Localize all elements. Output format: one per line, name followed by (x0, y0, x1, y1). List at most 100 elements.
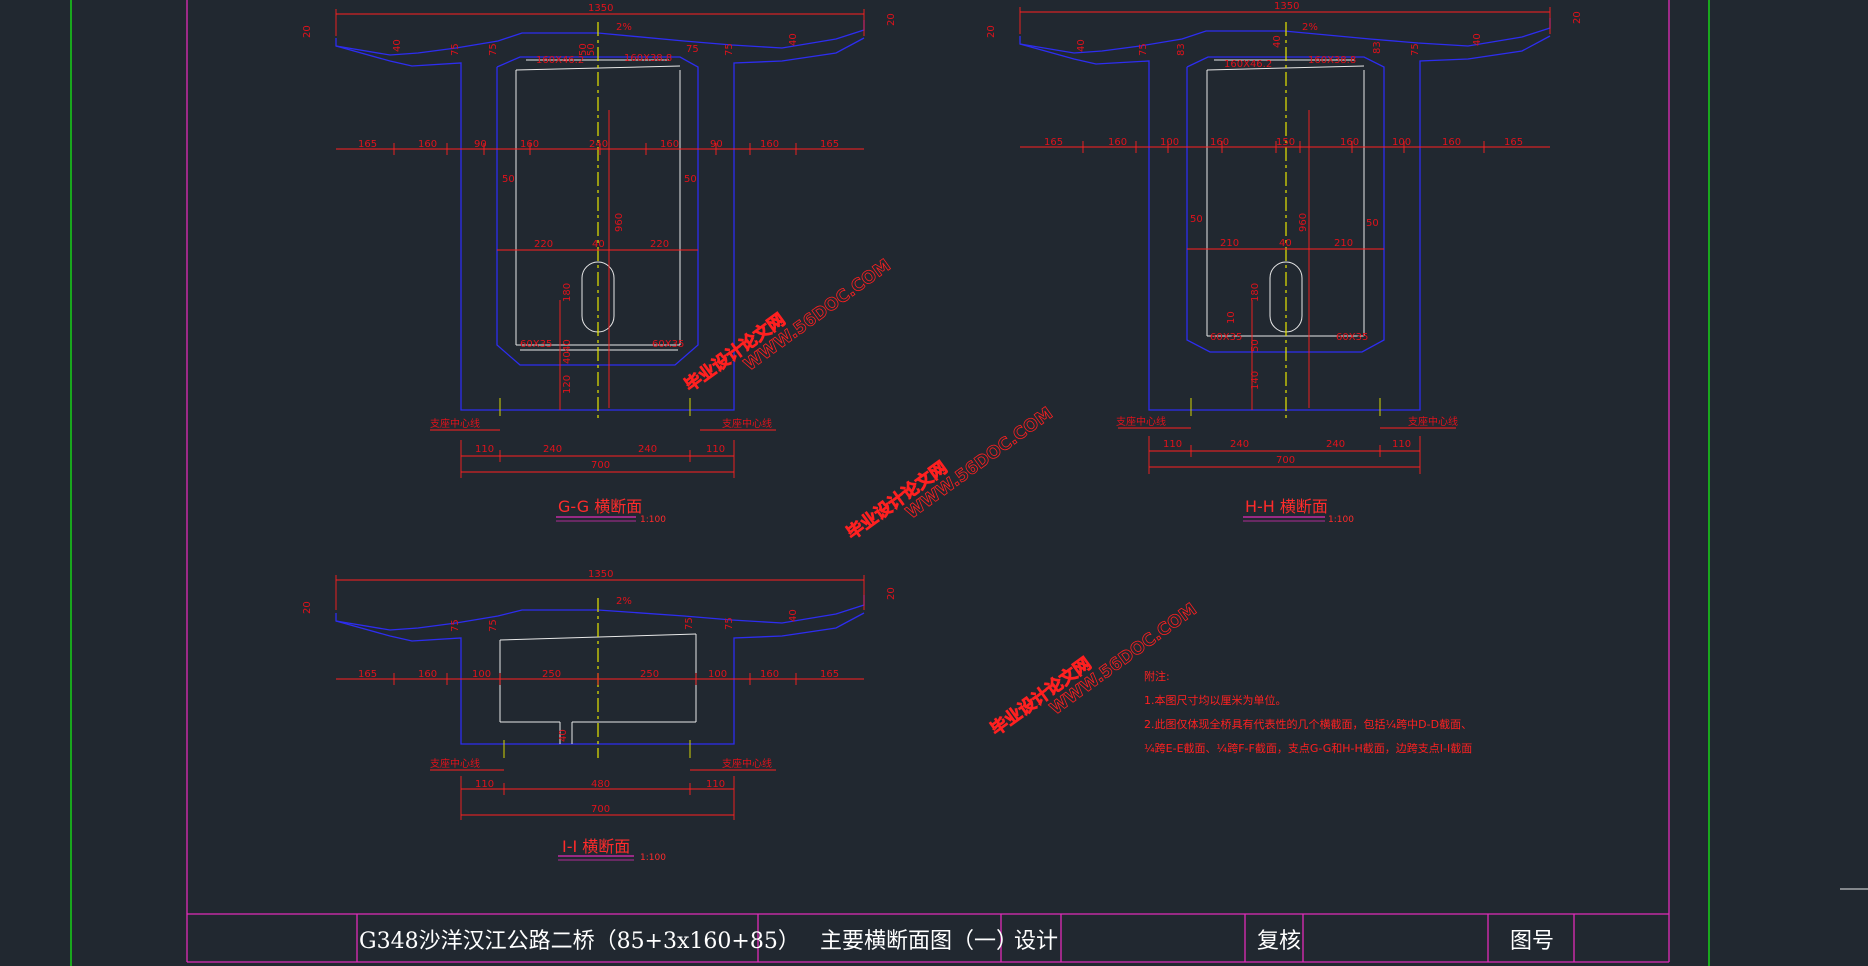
gg-dim-fillet-r: 60X35 (652, 339, 684, 350)
gg-dim-w240: 240 (589, 139, 608, 150)
title-block-drawing-no-label: 图号 (1510, 929, 1554, 954)
ii-dim-lines (335, 575, 865, 820)
hh-dim-haunch-l: 160X46.2 (1224, 59, 1272, 70)
ii-dim-texts: 1350 2% 20 20 75 75 75 75 40 165 160 100… (302, 569, 897, 815)
ii-bearing-r: 支座中心线 (722, 757, 772, 770)
hh-dim-w210a: 210 (1220, 238, 1239, 249)
hh-bearing-r: 支座中心线 (1408, 415, 1458, 428)
ii-dim-75b: 75 (488, 619, 499, 632)
gg-dim-b240b: 240 (638, 444, 657, 455)
gg-dim-50r: 50 (578, 43, 589, 56)
hh-dim-40b: 40 (1472, 33, 1483, 46)
title-block (187, 913, 1669, 962)
hh-dim-w150: 150 (1276, 137, 1295, 148)
hh-dim-50r: 50 (1366, 218, 1379, 229)
hh-dim-haunch-r: 160X38.8 (1308, 55, 1356, 66)
hh-dim-83a: 83 (1176, 43, 1187, 56)
ii-section-title: I-I 横断面 (562, 837, 630, 856)
ii-dim-40v: 40 (558, 729, 569, 742)
ii-section-scale: 1:100 (640, 853, 666, 863)
hh-dim-b240b: 240 (1326, 439, 1345, 450)
ii-dim-40: 40 (788, 609, 799, 622)
title-block-project: G348沙洋汉江公路二桥（85+3x160+85） (359, 929, 800, 954)
hh-dim-75b: 75 (1410, 43, 1421, 56)
ii-bearing-l: 支座中心线 (430, 757, 480, 770)
gg-dim-w160d: 160 (760, 139, 779, 150)
notes-line1: 1.本图尺寸均以厘米为单位。 (1144, 693, 1287, 707)
gg-dim-top-total: 1350 (588, 3, 613, 14)
gg-dim-edge-left: 20 (302, 25, 313, 38)
ii-dim-b480: 480 (591, 779, 610, 790)
hh-dim-edge-left: 20 (986, 25, 997, 38)
gg-dim-slope: 2% (616, 22, 632, 33)
ii-dim-75a: 75 (450, 619, 461, 632)
section-hh: 1350 2% 20 20 40 75 83 40 160X46.2 160X3… (986, 1, 1583, 525)
hh-section-scale: 1:100 (1328, 515, 1354, 525)
notes-line3: ¼跨E-E截面、¼跨F-F截面，支点G-G和H-H截面，边跨支点I-I截面 (1144, 741, 1472, 755)
notes-heading: 附注: (1144, 669, 1170, 683)
hh-dim-b110b: 110 (1392, 439, 1411, 450)
gg-dim-40b: 40 (788, 33, 799, 46)
gg-dim-h40: 40 (562, 339, 573, 352)
gg-dim-40a: 40 (392, 39, 403, 52)
hh-dim-b240a: 240 (1230, 439, 1249, 450)
watermark-1-url: WWW.56DOC.COM (740, 256, 894, 376)
hh-dim-w40: 40 (1279, 238, 1292, 249)
hh-section-title: H-H 横断面 (1245, 497, 1328, 516)
gg-dim-b110b: 110 (706, 444, 725, 455)
hh-dim-40a: 40 (1076, 39, 1087, 52)
hh-dim-b110a: 110 (1163, 439, 1182, 450)
watermark-2-url: WWW.56DOC.COM (902, 404, 1056, 524)
hh-dim-w160d: 160 (1442, 137, 1461, 148)
hh-dim-fillet-l: 60X35 (1210, 332, 1242, 343)
gg-dim-50c: 50 (586, 43, 597, 56)
ii-dim-w165b: 165 (820, 669, 839, 680)
hh-dim-83b: 83 (1372, 41, 1383, 54)
gg-dim-w160b: 160 (520, 139, 539, 150)
hh-dim-h50: 50 (1250, 339, 1261, 352)
hh-dim-w160c: 160 (1340, 137, 1359, 148)
ii-dim-slope: 2% (616, 596, 632, 607)
ii-dim-b700: 700 (591, 804, 610, 815)
hh-dim-lines (1019, 7, 1551, 474)
hh-dim-h180: 180 (1250, 283, 1261, 302)
ii-dim-w100b: 100 (708, 669, 727, 680)
gg-dim-50rr: 50 (684, 174, 697, 185)
gg-dim-edge-right: 20 (886, 13, 897, 26)
gg-dim-w160a: 160 (418, 139, 437, 150)
hh-dim-edge-right: 20 (1572, 11, 1583, 24)
ii-dim-w165a: 165 (358, 669, 377, 680)
hh-dim-fillet-r: 60X35 (1336, 332, 1368, 343)
hh-dim-h10: 10 (1226, 311, 1237, 324)
ii-dim-w250b: 250 (640, 669, 659, 680)
title-block-drawing-name: 主要横断面图（一） (820, 929, 1018, 954)
hh-dim-h960: 960 (1298, 213, 1309, 232)
hh-dim-w160b: 160 (1210, 137, 1229, 148)
gg-dim-75a: 75 (450, 43, 461, 56)
hh-dim-50l: 50 (1190, 214, 1203, 225)
gg-dim-h180: 180 (562, 283, 573, 302)
gg-dim-haunch-l: 160X46.2 (536, 55, 584, 66)
section-ii: 1350 2% 20 20 75 75 75 75 40 165 160 100… (302, 569, 897, 863)
gg-dim-75c: 75 (686, 44, 699, 55)
gg-dim-w90b: 90 (710, 139, 723, 150)
ii-dim-top-total: 1350 (588, 569, 613, 580)
gg-dim-w165a: 165 (358, 139, 377, 150)
ii-dim-w160a: 160 (418, 669, 437, 680)
hh-dim-w210b: 210 (1334, 238, 1353, 249)
hh-dim-w100b: 100 (1392, 137, 1411, 148)
hh-dim-top-total: 1350 (1274, 1, 1299, 12)
gg-dim-75b: 75 (488, 43, 499, 56)
ii-dim-75c: 75 (684, 617, 695, 630)
gg-dim-h960: 960 (614, 213, 625, 232)
ii-dim-edge-left: 20 (302, 601, 313, 614)
hh-dim-b700: 700 (1276, 455, 1295, 466)
hh-dim-w100a: 100 (1160, 137, 1179, 148)
gg-dim-75d: 75 (724, 43, 735, 56)
gg-dim-fillet-l: 60X35 (520, 339, 552, 350)
hh-dim-h140: 140 (1250, 371, 1261, 390)
gg-dim-w40: 40 (592, 239, 605, 250)
ii-dim-w160b: 160 (760, 669, 779, 680)
gg-dim-haunch-r: 160X38.8 (624, 53, 672, 64)
